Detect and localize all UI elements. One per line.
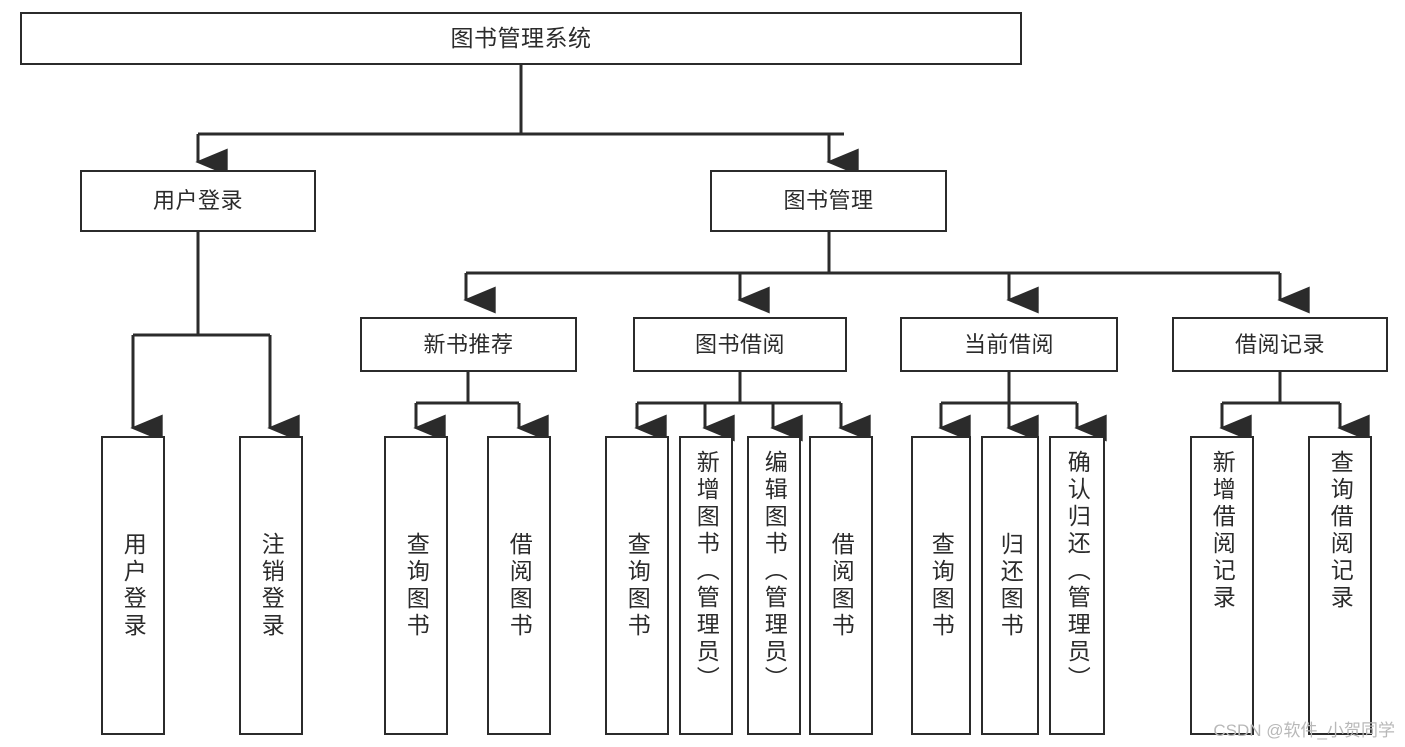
node-book-management[interactable]: 图书管理 [710, 170, 947, 232]
node-label: 确认归还（管理员） [1064, 450, 1091, 693]
node-book-borrow[interactable]: 图书借阅 [633, 317, 847, 372]
node-label: 查询图书 [624, 531, 651, 640]
leaf-current-confirm-return[interactable]: 确认归还（管理员） [1049, 436, 1105, 735]
leaf-user-login-logout[interactable]: 注销登录 [239, 436, 303, 735]
node-label: 借阅图书 [506, 531, 533, 640]
node-label: 图书管理系统 [450, 25, 592, 52]
node-label: 借阅记录 [1234, 331, 1325, 357]
leaf-current-query-book[interactable]: 查询图书 [911, 436, 971, 735]
node-new-book-recommend[interactable]: 新书推荐 [360, 317, 577, 372]
leaf-new-book-query[interactable]: 查询图书 [384, 436, 448, 735]
node-label: 图书管理 [783, 188, 874, 214]
leaf-borrow-query-book[interactable]: 查询图书 [605, 436, 669, 735]
node-label: 编辑图书（管理员） [761, 450, 788, 693]
node-current-borrow[interactable]: 当前借阅 [900, 317, 1118, 372]
node-label: 查询图书 [928, 531, 955, 640]
leaf-borrow-add-book[interactable]: 新增图书（管理员） [679, 436, 733, 735]
node-user-login[interactable]: 用户登录 [80, 170, 316, 232]
node-label: 借阅图书 [828, 531, 855, 640]
leaf-user-login-login[interactable]: 用户登录 [101, 436, 165, 735]
node-label: 查询图书 [403, 531, 430, 640]
node-label: 当前借阅 [963, 331, 1054, 357]
node-borrow-record[interactable]: 借阅记录 [1172, 317, 1388, 372]
node-label: 用户登录 [152, 188, 243, 214]
node-label: 新增图书（管理员） [693, 450, 720, 693]
node-label: 查询借阅记录 [1327, 450, 1354, 612]
leaf-record-add-record[interactable]: 新增借阅记录 [1190, 436, 1254, 735]
leaf-record-query-record[interactable]: 查询借阅记录 [1308, 436, 1372, 735]
leaf-borrow-borrow-book[interactable]: 借阅图书 [809, 436, 873, 735]
node-label: 注销登录 [258, 531, 285, 640]
watermark-text: CSDN @软件_小贺同学 [1213, 721, 1395, 740]
leaf-current-return-book[interactable]: 归还图书 [981, 436, 1039, 735]
node-label: 用户登录 [120, 531, 147, 640]
leaf-borrow-edit-book[interactable]: 编辑图书（管理员） [747, 436, 801, 735]
node-label: 归还图书 [997, 531, 1024, 640]
leaf-new-book-borrow[interactable]: 借阅图书 [487, 436, 551, 735]
node-label: 新书推荐 [423, 331, 514, 357]
node-root-system[interactable]: 图书管理系统 [20, 12, 1022, 65]
node-label: 新增借阅记录 [1209, 450, 1236, 612]
node-label: 图书借阅 [694, 331, 785, 357]
